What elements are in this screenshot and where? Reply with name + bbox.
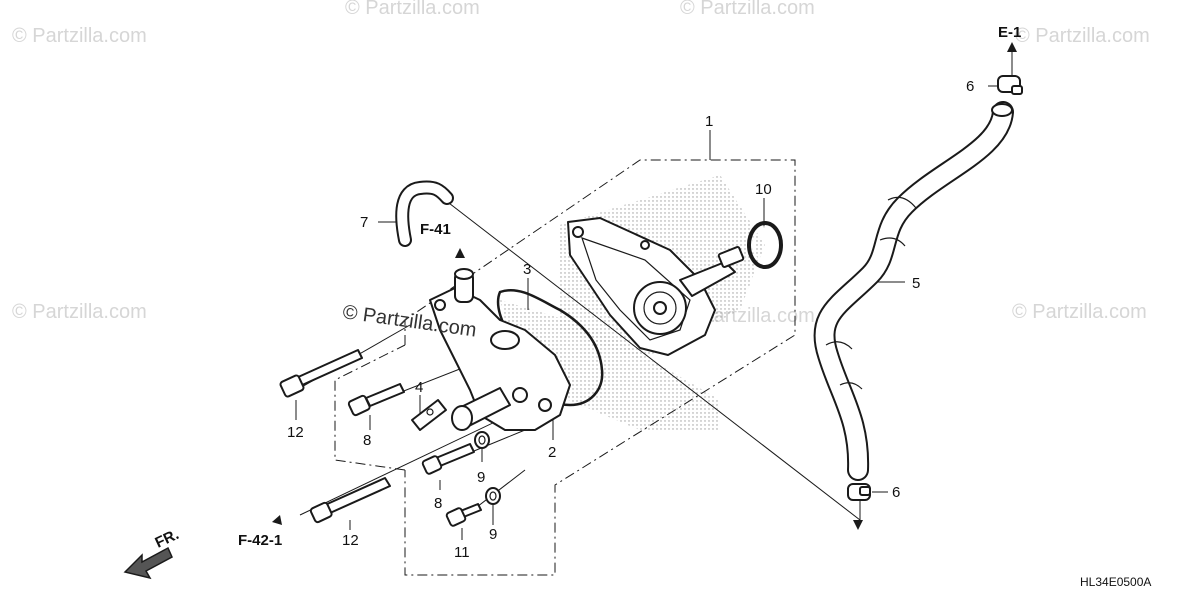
washer-part-9 <box>474 431 501 505</box>
callout-4: 4 <box>415 379 423 396</box>
callouts: 1 2 3 4 5 6 6 7 8 8 9 9 10 11 12 12 <box>287 78 974 561</box>
pump-cover-part-2 <box>429 268 571 431</box>
diagram-code: HL34E0500A <box>1080 575 1151 589</box>
callout-6: 6 <box>966 78 974 95</box>
callout-1: 1 <box>705 113 713 130</box>
bolt-part-11 <box>445 503 482 527</box>
callout-6b: 6 <box>892 484 900 501</box>
callout-7: 7 <box>360 214 368 231</box>
shading <box>500 300 720 430</box>
o-ring-part-10 <box>747 221 783 269</box>
front-direction-arrow: FR. <box>123 526 182 580</box>
pump-impeller <box>567 217 745 356</box>
ref-e-1: E-1 <box>998 24 1021 41</box>
callout-3: 3 <box>523 261 531 278</box>
ref-f-42-1: F-42-1 <box>238 532 282 549</box>
ref-arrows <box>272 42 1017 530</box>
callout-9b: 9 <box>489 526 497 543</box>
ref-f-41: F-41 <box>420 221 451 238</box>
callout-8: 8 <box>363 432 371 449</box>
callout-5: 5 <box>912 275 920 292</box>
watermark: © Partzilla.com <box>12 301 147 323</box>
callout-12: 12 <box>287 424 304 441</box>
bolt-part-12b <box>309 477 391 524</box>
watermark: © Partzilla.com <box>680 0 815 19</box>
plate-part-4 <box>411 399 447 431</box>
callout-8b: 8 <box>434 495 442 512</box>
callout-2: 2 <box>548 444 556 461</box>
bolt-part-8 <box>347 383 405 417</box>
assembly-frame <box>334 159 796 576</box>
callout-11: 11 <box>454 544 470 561</box>
watermark: © Partzilla.com <box>345 0 480 19</box>
watermark: © Partzilla.com <box>1012 301 1147 323</box>
bolt-part-12 <box>279 349 363 398</box>
hose-part-7 <box>395 180 454 247</box>
bolt-part-8b <box>421 443 475 475</box>
watermark: © Partzilla.com <box>1015 25 1150 47</box>
watermark: © Partzilla.com <box>12 25 147 47</box>
callout-10: 10 <box>755 181 772 198</box>
callout-9: 9 <box>477 469 485 486</box>
callout-12b: 12 <box>342 532 359 549</box>
hose-part-5 <box>813 101 1014 481</box>
watermarks: © Partzilla.com © Partzilla.com © Partzi… <box>12 0 1150 327</box>
front-label: FR. <box>153 526 182 552</box>
clamp-part-6 <box>847 75 1023 501</box>
